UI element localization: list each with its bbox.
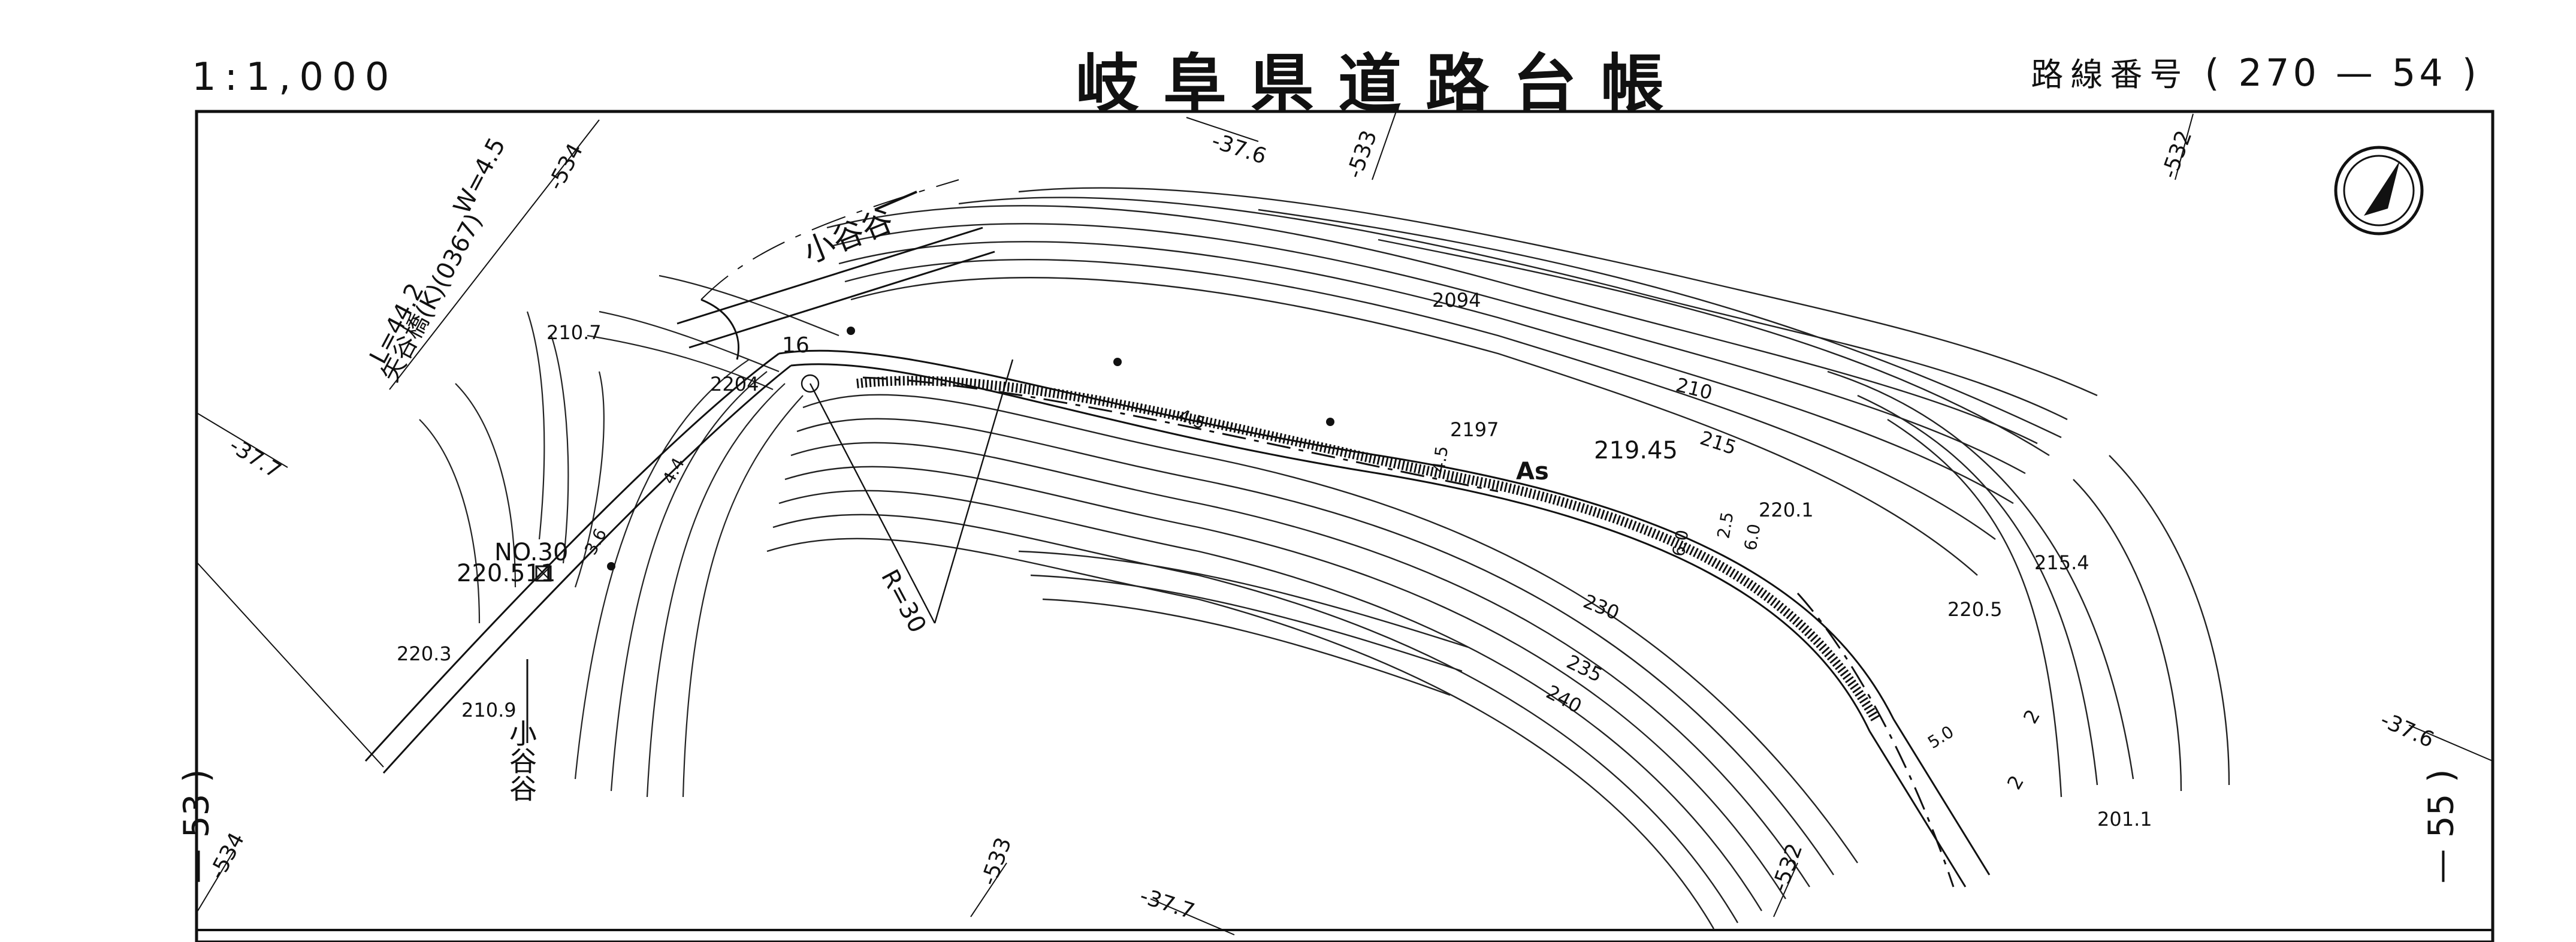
route-section: 54 (2391, 51, 2447, 95)
route-number: 270 (2238, 51, 2320, 95)
station-marker (535, 565, 552, 582)
spot-height: 2094 (1432, 289, 1481, 312)
route-open-paren: ( (2204, 51, 2223, 95)
spot-height: 2197 (1450, 418, 1499, 441)
map-scale: 1:1,000 (192, 55, 398, 99)
coordinate-grid (197, 111, 2493, 935)
station-elevation: 220.511 (457, 560, 555, 587)
page-title: 岐阜県道路台帳 (1076, 47, 1688, 121)
grid-label: -533 (977, 834, 1016, 889)
map-frame (195, 110, 2495, 942)
flow-arrow (874, 191, 917, 211)
dot-markers (607, 327, 1334, 570)
contour-label: 235 (1563, 650, 1606, 687)
surface-label: As (1516, 458, 1549, 485)
mark-label: 16 (782, 333, 810, 358)
road-edges (364, 349, 1991, 887)
contour-lines-lower (766, 394, 1858, 929)
route-number-block: 路線番号 ( 270 — 54 ) (2031, 48, 2480, 95)
north-arrow-icon (2334, 146, 2424, 236)
route-close-paren: ) (2462, 51, 2480, 95)
mark-label: 2 (2019, 705, 2045, 727)
dimension-label: 4.5 (1176, 405, 1208, 433)
contour-label: 215 (1698, 426, 1740, 459)
grid-label: -37.7 (1137, 884, 1197, 925)
spot-height: 220.5 (1947, 598, 2003, 621)
retaining-wall (856, 376, 1880, 722)
grid-label: -534 (205, 829, 250, 883)
bridge-width-label: W=4.5 (448, 133, 511, 218)
dimension-label: 6.0 (1740, 523, 1764, 552)
contour-lines-west (419, 274, 839, 798)
dimension-label: 4.5 (1429, 445, 1452, 474)
spot-height: 215.4 (2034, 551, 2089, 574)
spot-height: 2204 (710, 373, 759, 395)
contour-lines-upper (826, 187, 2230, 798)
grid-label: -532 (2157, 127, 2197, 182)
spot-height: 210.7 (546, 321, 602, 344)
route-dash: — (2335, 51, 2376, 95)
route-label: 路線番号 (2031, 56, 2190, 93)
dimension-label: 2.5 (1713, 511, 1737, 541)
stream-label-lower: 小谷谷 (505, 719, 537, 802)
grid-label: -534 (543, 140, 588, 194)
bridge (677, 227, 995, 360)
spot-height: 210.9 (461, 699, 517, 721)
contour-label: 240 (1542, 681, 1586, 718)
road-elevation: 219.45 (1594, 437, 1678, 464)
dimension-label: 5.0 (1924, 721, 1957, 753)
contour-label: 210 (1674, 373, 1714, 404)
grid-label: -533 (1342, 127, 1382, 182)
spot-height: 220.3 (397, 642, 452, 665)
grid-label: -37.6 (2376, 708, 2438, 753)
curve-radius (801, 359, 1014, 624)
spot-height: 201.1 (2097, 808, 2152, 831)
dimension-label: 6.0 (1668, 529, 1692, 558)
mark-label: 2 (2003, 771, 2028, 793)
spot-height: 220.1 (1759, 499, 1814, 521)
station-label: NO.30 (494, 539, 568, 566)
grid-label: -532 (1768, 840, 1807, 895)
grid-label: -37.7 (225, 433, 285, 484)
map-labels: 小谷谷 小谷谷 矢谷橋(K)(0367) L=44.2 W=4.5 NO.30 … (205, 127, 2438, 924)
